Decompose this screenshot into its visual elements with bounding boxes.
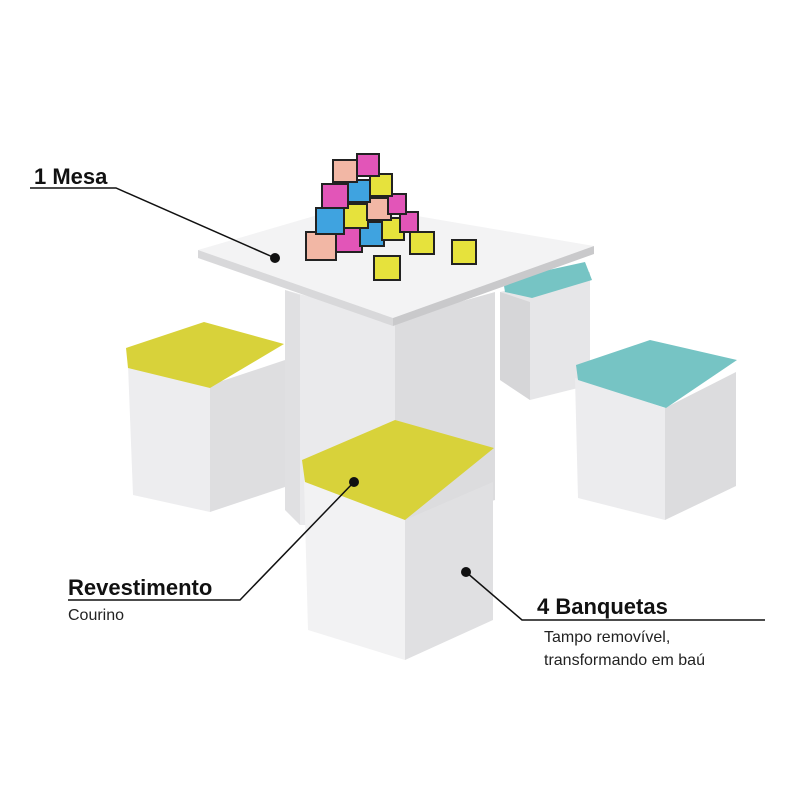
callout-banquetas-line2: transformando em baú (544, 652, 705, 669)
leader-line-banquetas (465, 571, 765, 621)
callout-banquetas-line1: Tampo removível, (544, 629, 671, 646)
dot-revestimento (349, 477, 359, 487)
leader-line-mesa (30, 187, 276, 259)
stool-left-seat (126, 322, 284, 388)
stool-front (302, 420, 494, 660)
leader-line-revestimento (68, 481, 355, 601)
stool-right (575, 340, 737, 520)
stool-back-right-seat (503, 262, 592, 298)
callout-mesa-title: 1 Mesa (34, 164, 108, 189)
callout-revestimento-title: Revestimento (68, 575, 213, 600)
stool-back-right (500, 262, 592, 400)
stool-left (126, 322, 285, 512)
stool-right-seat (576, 340, 737, 408)
rubik-cubes (305, 153, 477, 281)
callout-revestimento-subtitle: Courino (68, 607, 125, 624)
callout-banquetas-title: 4 Banquetas (537, 594, 668, 619)
leader-lines (30, 187, 765, 621)
stool-front-seat (302, 420, 494, 520)
dot-mesa (270, 253, 280, 263)
dot-banquetas (461, 567, 471, 577)
